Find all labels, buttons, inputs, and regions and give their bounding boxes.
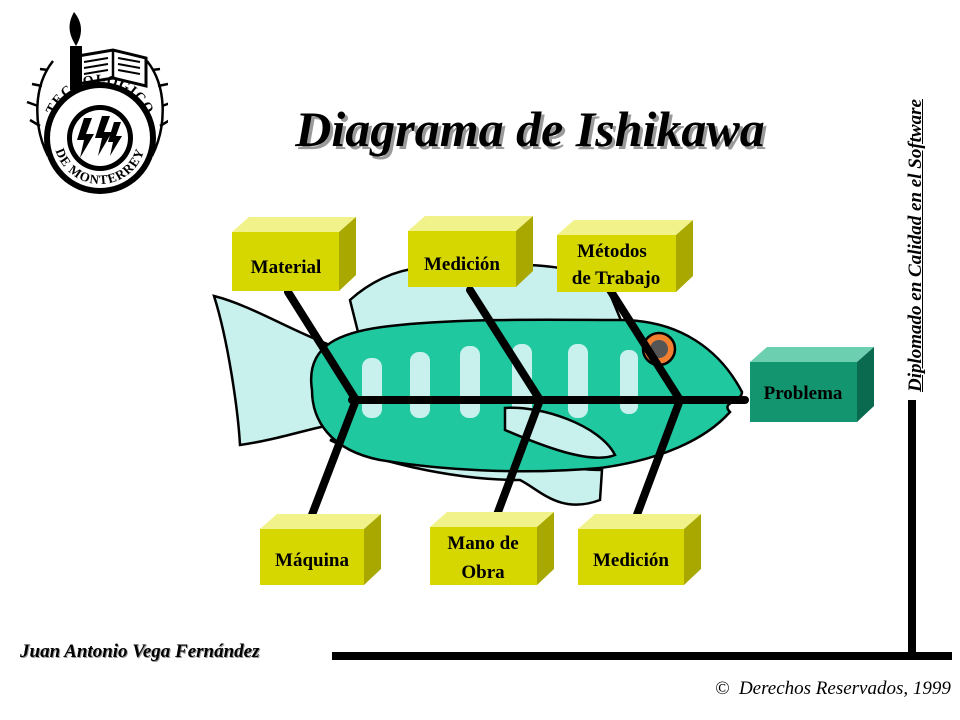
cause-label-mano-line2: Obra (461, 562, 505, 583)
copyright-icon: © (715, 678, 730, 699)
torch-icon (69, 12, 82, 90)
bone-medicion-top (466, 286, 544, 404)
cause-box-medicion-top: Medición (408, 216, 533, 287)
book-icon (76, 48, 148, 88)
cause-box-maquina: Máquina (260, 514, 381, 585)
bone-material (284, 288, 360, 404)
bone-medicion-bottom (631, 396, 684, 524)
copyright-notice: © Derechos Reservados, 1999 (715, 678, 951, 700)
cause-box-medicion-bottom: Medición (578, 514, 701, 585)
cause-box-material: Material (232, 217, 356, 291)
bone-metodos (606, 286, 684, 404)
cause-box-metodos: Métodos de Trabajo (557, 220, 693, 292)
cause-label-maquina: Máquina (275, 550, 349, 571)
bone-maquina (306, 396, 360, 524)
effect-box-problema: Problema (750, 347, 874, 422)
copyright-text: Derechos Reservados, 1999 (738, 678, 951, 699)
cause-label-metodos-line1: Métodos (577, 241, 647, 262)
cause-label-medicion-top: Medición (424, 254, 500, 275)
lightning-icon (77, 116, 122, 158)
cause-label-medicion-bottom: Medición (593, 550, 669, 571)
cause-label-mano-line1: Mano de (447, 533, 518, 554)
fish-tail (212, 294, 332, 447)
effect-label: Problema (764, 383, 843, 404)
author-name: Juan Antonio Vega Fernández (20, 641, 260, 662)
page-title: Diagrama de Ishikawa (295, 101, 765, 157)
cause-label-metodos-line2: de Trabajo (572, 268, 661, 289)
cause-box-mano-de-obra: Mano de Obra (430, 512, 554, 585)
tecnologico-logo: TECNOLOGICO DE MONTERREY (26, 12, 168, 194)
bone-mano-de-obra (491, 396, 544, 524)
fishbone-lines (284, 286, 749, 524)
laurel-icon (26, 60, 168, 157)
cause-label-material: Material (251, 257, 322, 278)
